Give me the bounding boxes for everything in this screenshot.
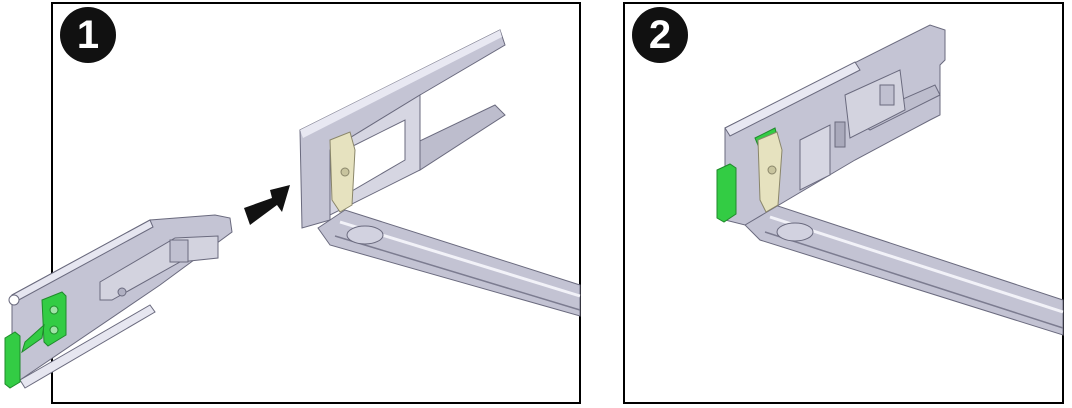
step-2-number: 2 bbox=[648, 13, 672, 57]
step-1-badge: 1 bbox=[60, 7, 116, 63]
step-1-panel bbox=[51, 2, 581, 404]
step-2-badge: 2 bbox=[632, 7, 688, 63]
step-1-number: 1 bbox=[76, 13, 100, 57]
step-2-panel bbox=[623, 2, 1064, 404]
